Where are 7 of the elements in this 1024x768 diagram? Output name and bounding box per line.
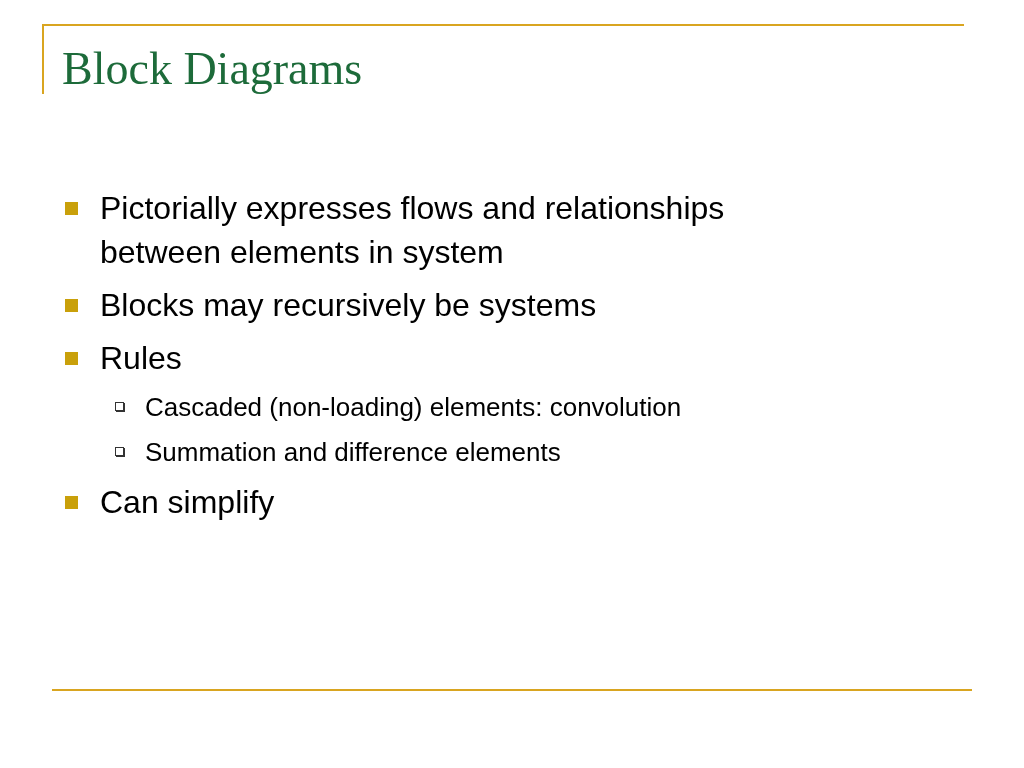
bullet-text: Rules xyxy=(100,339,183,378)
bullet-text: Blocks may recursively be systems xyxy=(100,286,598,325)
sub-bullet-text: Cascaded (non-loading) elements: convolution xyxy=(145,391,683,424)
bullet-text: Pictorially expresses flows and relationships between elements in system xyxy=(100,189,726,273)
slide-title: Block Diagrams xyxy=(62,44,363,95)
bullet-text: Can simplify xyxy=(100,483,276,522)
sub-bullet-text: Summation and difference elements xyxy=(145,436,562,469)
